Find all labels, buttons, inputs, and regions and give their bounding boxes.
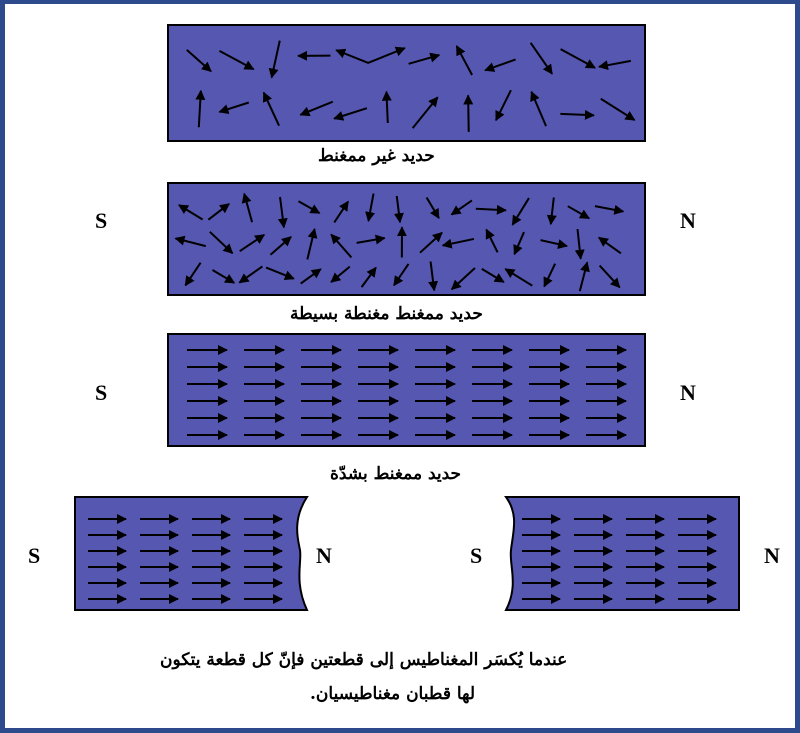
domain-arrow [297, 200, 321, 215]
domain-arrow [529, 42, 553, 75]
domain-arrow [425, 196, 440, 219]
domain-arrow [574, 228, 585, 260]
domain-arrow [560, 48, 596, 69]
domain-arrow [475, 204, 507, 215]
domain-arrow [184, 262, 202, 287]
domain-arrow [381, 90, 392, 124]
pole-label-south: S [470, 543, 483, 568]
domain-arrow [333, 200, 350, 224]
domain-arrow [195, 89, 206, 128]
domain-arrow [597, 236, 622, 255]
pole-label-north: N [680, 208, 696, 233]
domain-arrow [598, 59, 631, 71]
domain-arrow [265, 266, 295, 281]
domain-arrow [485, 228, 499, 253]
domain-arrow [463, 94, 474, 132]
domain-arrow [239, 233, 266, 252]
domain-arrow [300, 268, 322, 285]
domain-arrow [484, 58, 516, 72]
domain-arrow [207, 203, 230, 221]
domain-arrow [209, 231, 234, 254]
domain-arrow [211, 269, 236, 284]
caption-broken-magnet-line2: لها قطبان مغناطيسيان. [310, 684, 476, 704]
domain-arrow [277, 196, 288, 229]
domain-arrow [268, 40, 281, 79]
domain-arrow [560, 109, 595, 120]
domain-arrow [238, 265, 263, 284]
domain-arrow [333, 107, 368, 121]
domain-arrow [306, 228, 318, 260]
domain-arrow [356, 234, 386, 245]
domain-arrow [455, 45, 473, 76]
domain-arrow [504, 268, 533, 287]
domain-arrow [335, 48, 369, 64]
frame-right [795, 0, 800, 733]
frame-bottom [0, 728, 800, 733]
domain-arrow [530, 90, 547, 127]
broken-magnet-left-piece [74, 496, 309, 611]
domain-arrow [567, 205, 590, 220]
domain-arrow [330, 265, 351, 283]
domain-arrow [546, 197, 557, 226]
pole-label-south: S [95, 380, 108, 405]
domain-arrow [269, 236, 292, 256]
domain-arrow [367, 46, 406, 64]
broken-magnet-right-piece [504, 496, 740, 611]
domain-arrow [408, 52, 441, 65]
domain-arrow [174, 235, 207, 248]
domain-arrow [393, 263, 410, 287]
domain-arrow [218, 101, 250, 114]
domain-arrow [513, 231, 525, 256]
domain-arrow [543, 263, 557, 288]
pole-label-north: N [680, 380, 696, 405]
weakly-magnetized-iron-bar [167, 182, 646, 296]
domain-arrow [330, 233, 353, 259]
domain-arrow [241, 192, 254, 223]
caption-unmagnetized-iron: حديد غير ممغنط [318, 146, 435, 166]
pole-label-south: S [95, 208, 108, 233]
strongly-magnetized-iron-bar [167, 333, 646, 447]
caption-strongly-magnetized-iron: حديد ممغنط بشدّة [330, 464, 462, 484]
domain-arrow [411, 96, 439, 129]
frame-top [0, 0, 800, 4]
domain-arrow [428, 261, 439, 292]
domain-arrow [481, 268, 505, 283]
domain-arrow [495, 89, 512, 122]
domain-arrow [598, 264, 621, 289]
pole-label-north: N [764, 543, 780, 568]
domain-arrow [450, 267, 476, 291]
domain-arrow [299, 100, 334, 117]
domain-arrow [218, 49, 255, 71]
domain-arrow [262, 91, 280, 127]
domain-arrow [441, 237, 475, 249]
domain-arrow [511, 197, 530, 226]
unmagnetized-iron-bar [167, 24, 646, 142]
domain-arrow [450, 199, 473, 216]
caption-weakly-magnetized-iron: حديد ممغنط مغنطة بسيطة [290, 304, 483, 324]
frame-left [0, 0, 5, 733]
domain-arrow [186, 49, 212, 73]
pole-label-north: N [316, 543, 332, 568]
domain-arrow [594, 204, 625, 215]
domain-arrow [419, 231, 443, 254]
domain-arrow [360, 266, 377, 288]
caption-broken-magnet-line1: عندما يُكسَر المغناطيس إلى قطعتين فإنّ ك… [160, 650, 568, 670]
domain-arrow [393, 195, 404, 224]
domain-arrows [88, 40, 717, 604]
domain-arrow [178, 204, 204, 221]
pole-label-south: S [28, 543, 41, 568]
domain-arrow [365, 193, 375, 223]
domain-arrow [600, 97, 636, 121]
domain-arrow [578, 261, 590, 292]
domain-arrow [540, 239, 568, 249]
